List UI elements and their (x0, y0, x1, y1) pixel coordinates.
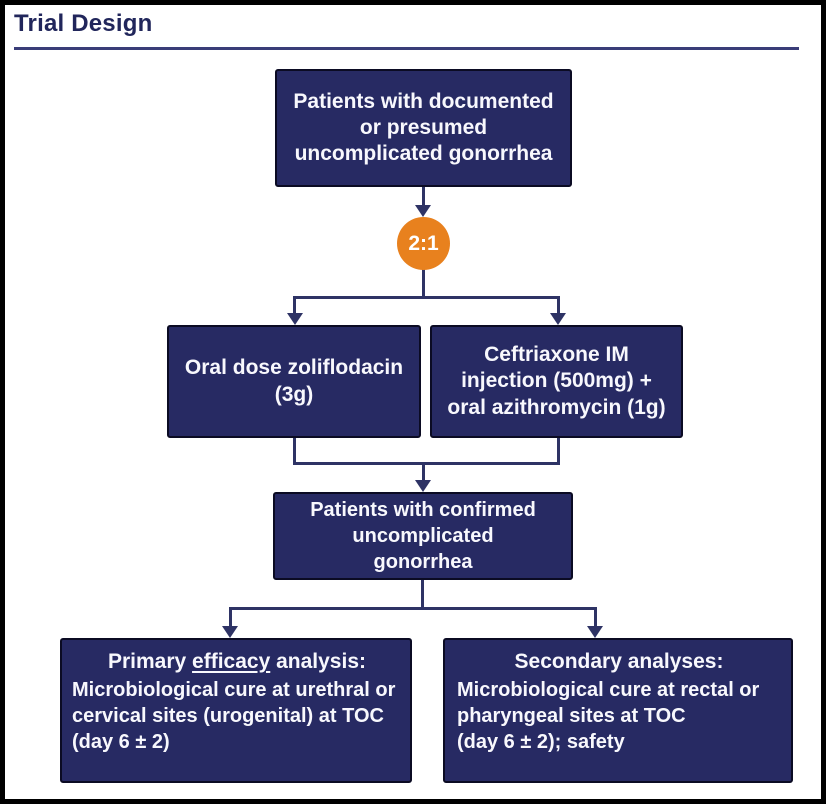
primary-heading-prefix: Primary (107, 650, 193, 673)
page-title: Trial Design (14, 10, 153, 37)
arm-right-line-2: injection (500mg) + (461, 369, 652, 393)
zoliflodacin-arm-box: Oral dose zoliflodacin (3g) (167, 325, 421, 438)
split-line-analyses (229, 607, 596, 610)
arrow-down-icon (587, 626, 603, 638)
secondary-analyses-box: Secondary analyses: Microbiological cure… (443, 638, 793, 783)
arm-left-line-2: (3g) (274, 382, 314, 406)
arrow-down-icon (415, 205, 431, 217)
randomization-ratio-label: 2:1 (408, 231, 439, 255)
primary-heading-underlined: efficacy (192, 650, 271, 673)
secondary-analyses-body-line-2: (day 6 ± 2); safety (457, 731, 625, 754)
arm-left-line-1: Oral dose zoliflodacin (184, 356, 404, 380)
enrollment-line-3: uncomplicated gonorrhea (294, 142, 553, 166)
split-line-arms (293, 296, 560, 299)
connector-split-to-secondary (594, 607, 597, 626)
connector-split-to-arm-right (557, 296, 560, 313)
connector-arm-right-to-merge (557, 438, 560, 465)
confirmed-line-2: uncomplicated (352, 525, 494, 547)
ceftriaxone-arm-box: Ceftriaxone IM injection (500mg) + oral … (430, 325, 683, 438)
arrow-down-icon (222, 626, 238, 638)
enrollment-line-2: or presumed (359, 115, 488, 139)
secondary-analyses-heading: Secondary analyses: (514, 650, 724, 673)
connector-split-to-primary (229, 607, 232, 626)
arrow-down-icon (287, 313, 303, 325)
connector-confirmed-to-split (421, 580, 424, 610)
primary-heading-suffix: analysis: (270, 650, 366, 673)
connector-split-to-arm-left (293, 296, 296, 313)
title-divider (14, 47, 799, 50)
arrow-down-icon (550, 313, 566, 325)
enrollment-line-1: Patients with documented (293, 89, 554, 113)
randomization-ratio-badge: 2:1 (397, 217, 450, 270)
primary-analysis-body: Microbiological cure at urethral or cerv… (72, 679, 396, 754)
confirmed-line-1: Patients with confirmed (310, 499, 536, 521)
arrow-down-icon (415, 480, 431, 492)
enrollment-box: Patients with documented or presumed unc… (275, 69, 572, 187)
connector-enrollment-to-ratio (422, 187, 425, 207)
connector-arm-left-to-merge (293, 438, 296, 465)
primary-analysis-heading: Primary efficacy analysis: (72, 649, 402, 675)
merge-line-arms (293, 462, 560, 465)
confirmed-line-3: gonorrhea (373, 551, 473, 573)
primary-analysis-box: Primary efficacy analysis: Microbiologic… (60, 638, 412, 783)
secondary-analyses-body-line-1: Microbiological cure at rectal or pharyn… (457, 679, 760, 728)
arm-right-line-3: oral azithromycin (1g) (447, 395, 666, 419)
confirmed-box: Patients with confirmed uncomplicated go… (273, 492, 573, 580)
connector-merge-to-confirmed (422, 462, 425, 480)
connector-ratio-to-split (422, 269, 425, 299)
arm-right-line-1: Ceftriaxone IM (484, 343, 629, 367)
